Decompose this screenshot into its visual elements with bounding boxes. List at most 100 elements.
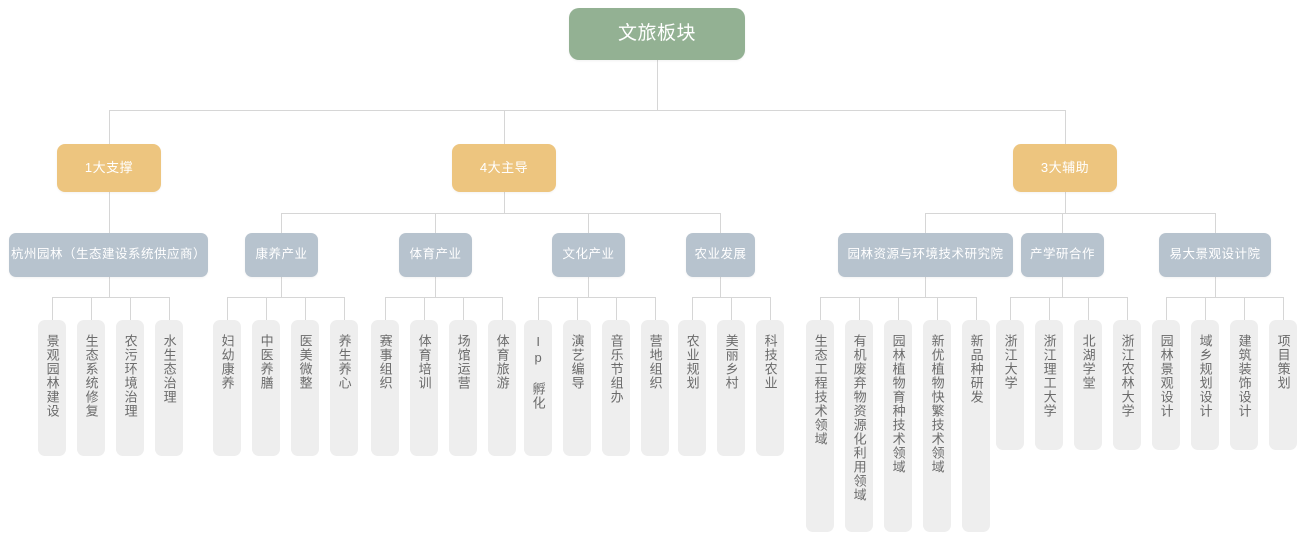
- connector-line: [925, 213, 926, 233]
- node-branch-0-child-0[interactable]: 杭州园林（生态建设系统供应商）: [9, 233, 208, 277]
- connector-line: [109, 110, 110, 144]
- connector-line: [130, 297, 131, 320]
- leaf-node[interactable]: 养生养心: [330, 320, 358, 456]
- leaf-label: 演艺编导: [569, 334, 585, 390]
- node-branch-1-child-0-label: 康养产业: [255, 247, 308, 262]
- leaf-node[interactable]: 北湖学堂: [1074, 320, 1102, 450]
- connector-line: [1049, 297, 1050, 320]
- connector-line: [281, 213, 720, 214]
- leaf-node[interactable]: 建筑装饰设计: [1230, 320, 1258, 450]
- connector-line: [1215, 213, 1216, 233]
- leaf-node[interactable]: 浙江理工大学: [1035, 320, 1063, 450]
- node-branch-1-label: 4大主导: [479, 159, 529, 175]
- leaf-node[interactable]: 营地组织: [641, 320, 669, 456]
- node-branch-0-child-0-label: 杭州园林（生态建设系统供应商）: [10, 247, 206, 262]
- node-branch-1-child-2[interactable]: 文化产业: [552, 233, 625, 277]
- connector-line: [1088, 297, 1089, 320]
- leaf-label: 医美微整: [297, 334, 313, 390]
- node-branch-2[interactable]: 3大辅助: [1013, 144, 1117, 192]
- connector-line: [1205, 297, 1206, 320]
- leaf-node[interactable]: 演艺编导: [563, 320, 591, 456]
- connector-line: [52, 297, 53, 320]
- leaf-node[interactable]: 景观园林建设: [38, 320, 66, 456]
- connector-line: [504, 192, 505, 213]
- leaf-label: 科技农业: [762, 334, 778, 390]
- leaf-node[interactable]: 项目策划: [1269, 320, 1297, 450]
- leaf-label: 赛事组织: [377, 334, 393, 390]
- connector-line: [820, 297, 821, 320]
- connector-line: [385, 297, 502, 298]
- leaf-label: 浙江农林大学: [1119, 334, 1135, 418]
- connector-line: [1166, 297, 1283, 298]
- connector-line: [925, 277, 926, 297]
- connector-line: [1062, 213, 1063, 233]
- connector-line: [731, 297, 732, 320]
- leaf-node[interactable]: 美丽乡村: [717, 320, 745, 456]
- leaf-node[interactable]: 园林植物育种技术领域: [884, 320, 912, 532]
- leaf-label: 建筑装饰设计: [1236, 334, 1252, 418]
- leaf-node[interactable]: 农业规划: [678, 320, 706, 456]
- connector-line: [424, 297, 425, 320]
- connector-line: [281, 277, 282, 297]
- leaf-node[interactable]: 有机废弃物资源化利用领域: [845, 320, 873, 532]
- leaf-node[interactable]: 生态系统修复: [77, 320, 105, 456]
- node-branch-2-child-1[interactable]: 产学研合作: [1021, 233, 1104, 277]
- node-branch-1-child-1[interactable]: 体育产业: [399, 233, 472, 277]
- leaf-label: 园林植物育种技术领域: [890, 334, 906, 474]
- leaf-node[interactable]: 园林景观设计: [1152, 320, 1180, 450]
- connector-line: [91, 297, 92, 320]
- connector-line: [1010, 297, 1127, 298]
- leaf-label: 项目策划: [1275, 334, 1291, 390]
- node-branch-1-child-3-label: 农业发展: [694, 247, 747, 262]
- node-branch-2-child-1-label: 产学研合作: [1029, 247, 1095, 262]
- leaf-node[interactable]: 浙江大学: [996, 320, 1024, 450]
- connector-line: [588, 277, 589, 297]
- connector-line: [1010, 297, 1011, 320]
- leaf-node[interactable]: 中医养膳: [252, 320, 280, 456]
- connector-line: [898, 297, 899, 320]
- node-branch-1-child-3[interactable]: 农业发展: [686, 233, 755, 277]
- node-branch-0[interactable]: 1大支撑: [57, 144, 161, 192]
- leaf-label: Ip 孵化: [530, 334, 546, 410]
- node-branch-1-child-0[interactable]: 康养产业: [245, 233, 318, 277]
- node-root[interactable]: 文旅板块: [569, 8, 745, 60]
- leaf-node[interactable]: 域乡规划设计: [1191, 320, 1219, 450]
- connector-line: [1166, 297, 1167, 320]
- connector-line: [655, 297, 656, 320]
- leaf-label: 水生态治理: [161, 334, 177, 404]
- leaf-node[interactable]: 赛事组织: [371, 320, 399, 456]
- leaf-node[interactable]: 医美微整: [291, 320, 319, 456]
- node-branch-2-child-2[interactable]: 易大景观设计院: [1159, 233, 1271, 277]
- leaf-node[interactable]: 妇幼康养: [213, 320, 241, 456]
- connector-line: [937, 297, 938, 320]
- leaf-label: 养生养心: [336, 334, 352, 390]
- connector-line: [859, 297, 860, 320]
- leaf-node[interactable]: Ip 孵化: [524, 320, 552, 456]
- connector-line: [1215, 277, 1216, 297]
- leaf-label: 妇幼康养: [219, 334, 235, 390]
- leaf-node[interactable]: 新品种研发: [962, 320, 990, 532]
- leaf-node[interactable]: 科技农业: [756, 320, 784, 456]
- connector-line: [344, 297, 345, 320]
- node-branch-1[interactable]: 4大主导: [452, 144, 556, 192]
- leaf-node[interactable]: 体育旅游: [488, 320, 516, 456]
- leaf-node[interactable]: 生态工程技术领域: [806, 320, 834, 532]
- leaf-label: 有机废弃物资源化利用领域: [851, 334, 867, 502]
- node-branch-2-child-0[interactable]: 园林资源与环境技术研究院: [838, 233, 1013, 277]
- connector-line: [1065, 192, 1066, 213]
- leaf-label: 场馆运营: [455, 334, 471, 390]
- node-branch-1-child-1-label: 体育产业: [409, 247, 462, 262]
- leaf-node[interactable]: 场馆运营: [449, 320, 477, 456]
- leaf-node[interactable]: 新优植物快繁技术领域: [923, 320, 951, 532]
- leaf-node[interactable]: 体育培训: [410, 320, 438, 456]
- leaf-node[interactable]: 水生态治理: [155, 320, 183, 456]
- connector-line: [502, 297, 503, 320]
- leaf-label: 营地组织: [647, 334, 663, 390]
- connector-line: [109, 277, 110, 297]
- node-branch-1-child-2-label: 文化产业: [562, 247, 615, 262]
- leaf-node[interactable]: 浙江农林大学: [1113, 320, 1141, 450]
- leaf-node[interactable]: 农污环境治理: [116, 320, 144, 456]
- leaf-node[interactable]: 音乐节组办: [602, 320, 630, 456]
- leaf-label: 音乐节组办: [608, 334, 624, 404]
